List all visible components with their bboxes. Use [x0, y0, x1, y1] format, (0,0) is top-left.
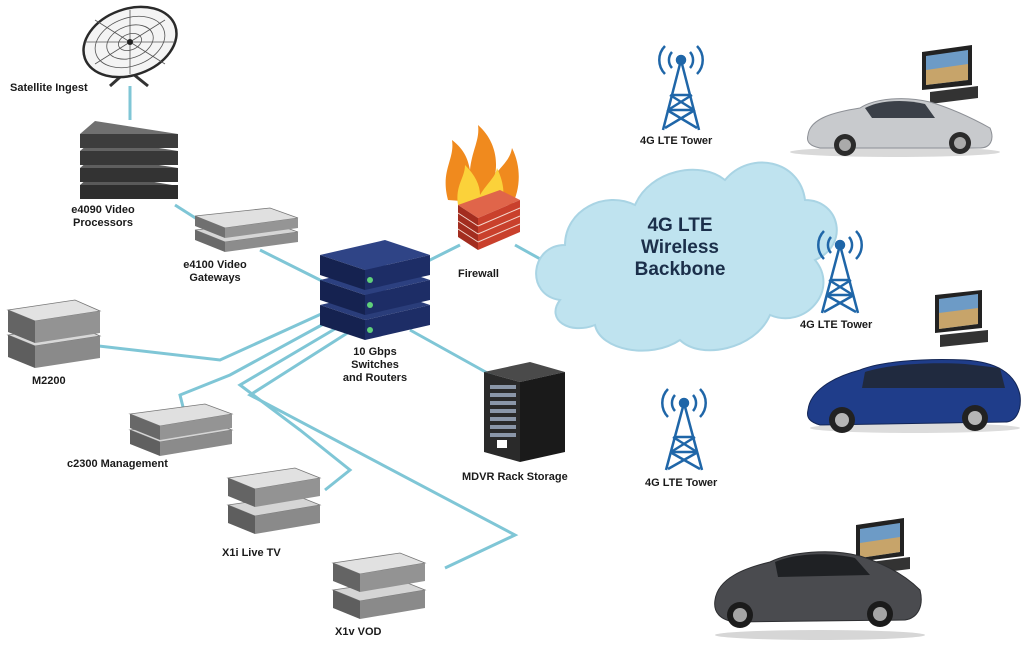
lte-tower-1-icon: [658, 45, 704, 131]
firewall-icon: [445, 125, 521, 250]
lte-tower-1-label: 4G LTE Tower: [640, 135, 713, 147]
e4090-label: e4090 Video Processors: [48, 204, 158, 230]
cloud-title: 4G LTE Wireless Backbone: [600, 215, 760, 281]
e4100-label: e4100 Video Gateways: [160, 259, 270, 285]
silver-sedan-icon: [790, 98, 1000, 157]
e4090-processors-icon: [80, 121, 178, 199]
switches-label-line3: and Routers: [342, 372, 408, 384]
c2300-label: c2300 Management: [67, 458, 168, 470]
switches-label-line1: 10 Gbps: [353, 346, 397, 358]
satellite-dish-icon: [82, 5, 178, 88]
m2200-label: M2200: [32, 375, 66, 387]
x1v-vod-icon: [331, 552, 427, 619]
cloud-title-line3: Backbone: [634, 259, 726, 280]
lte-cloud: [535, 161, 838, 352]
link-gateways-switches: [259, 248, 331, 287]
mdvr-rack-icon: [484, 362, 565, 462]
link-switches-mdvr: [409, 328, 501, 382]
link-switches-x1v: [247, 323, 519, 570]
link-switches-x1i: [237, 318, 353, 492]
e4090-label-line1: e4090 Video: [71, 204, 135, 216]
e4100-label-line1: e4100 Video: [183, 259, 247, 271]
firewall-label: Firewall: [458, 268, 499, 280]
link-switches-m2200: [89, 308, 331, 362]
x1i-live-tv-icon: [226, 467, 322, 534]
mdvr-label: MDVR Rack Storage: [462, 471, 568, 483]
e4100-gateways-icon: [194, 207, 299, 252]
switches-label: 10 Gbps Switches and Routers: [320, 346, 430, 385]
blue-minivan-icon: [807, 358, 1021, 433]
e4090-label-line2: Processors: [73, 217, 133, 229]
network-links: [89, 86, 561, 570]
lte-tower-3-icon: [661, 388, 707, 471]
cloud-title-line2: Wireless: [641, 237, 719, 258]
head-unit-2-icon: [935, 290, 988, 347]
switches-label-line2: Switches: [351, 359, 399, 371]
lte-tower-3-label: 4G LTE Tower: [645, 477, 718, 489]
lte-tower-2-icon: [817, 230, 863, 314]
switches-routers-icon: [320, 240, 430, 340]
e4100-label-line2: Gateways: [189, 272, 241, 284]
lte-tower-2-label: 4G LTE Tower: [800, 319, 873, 331]
cloud-title-line1: 4G LTE: [647, 215, 713, 236]
m2200-servers-icon: [6, 299, 102, 368]
link-switches-c2300: [178, 313, 341, 416]
satellite-ingest-label: Satellite Ingest: [10, 82, 88, 94]
dark-sedan-icon: [714, 551, 925, 640]
x1i-label: X1i Live TV: [222, 547, 281, 559]
head-unit-1-icon: [922, 45, 978, 104]
x1v-label: X1v VOD: [335, 626, 382, 638]
c2300-management-icon: [128, 403, 234, 456]
